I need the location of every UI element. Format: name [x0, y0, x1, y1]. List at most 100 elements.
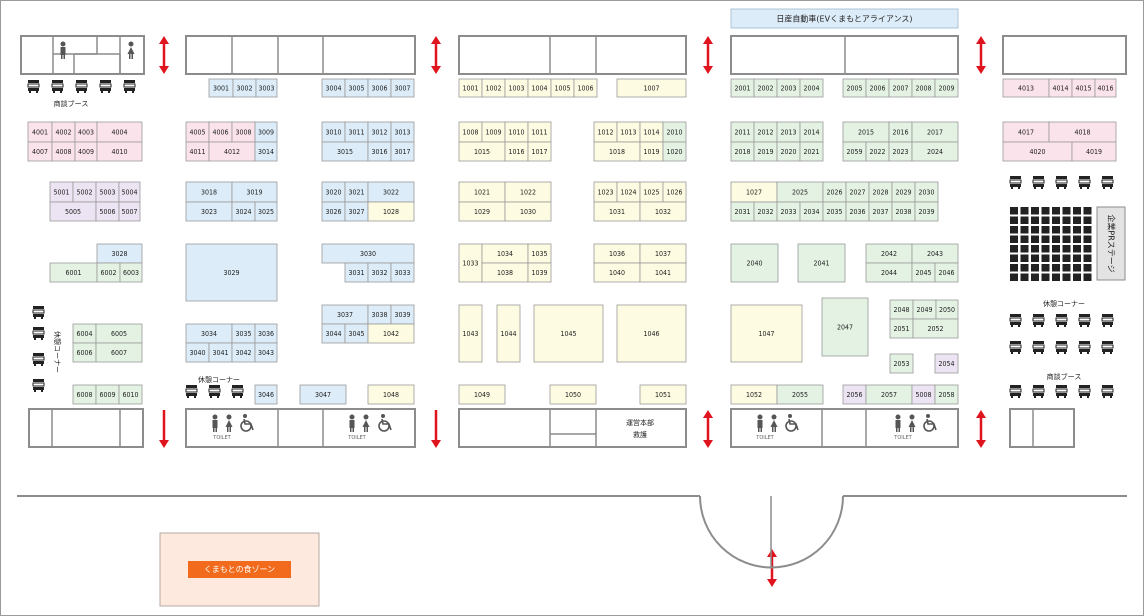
- booth-2041[interactable]: 2041: [797, 243, 846, 283]
- booth-2059[interactable]: 2059: [842, 141, 867, 162]
- booth-1007[interactable]: 1007: [616, 78, 687, 98]
- booth-4007[interactable]: 4007: [27, 141, 53, 162]
- booth-1047[interactable]: 1047: [730, 304, 803, 363]
- booth-1009[interactable]: 1009: [481, 121, 506, 143]
- booth-2048[interactable]: 2048: [889, 299, 914, 320]
- booth-3001[interactable]: 3001: [208, 78, 234, 98]
- booth-3036[interactable]: 3036: [254, 323, 278, 344]
- booth-1036[interactable]: 1036: [593, 243, 641, 264]
- booth-1003[interactable]: 1003: [504, 78, 529, 98]
- booth-1001[interactable]: 1001: [458, 78, 483, 98]
- booth-1029[interactable]: 1029: [458, 201, 506, 222]
- booth-1051[interactable]: 1051: [639, 384, 687, 405]
- booth-1040[interactable]: 1040: [593, 262, 641, 283]
- booth-1011[interactable]: 1011: [527, 121, 552, 143]
- booth-3019[interactable]: 3019: [231, 181, 278, 203]
- booth-2009[interactable]: 2009: [934, 78, 959, 98]
- booth-1016[interactable]: 1016: [504, 141, 529, 162]
- booth-4005[interactable]: 4005: [185, 121, 210, 143]
- booth-1008[interactable]: 1008: [458, 121, 483, 143]
- booth-5006[interactable]: 5006: [95, 201, 120, 222]
- booth-1033[interactable]: 1033: [458, 243, 483, 283]
- booth-2010[interactable]: 2010: [662, 121, 687, 143]
- booth-2013[interactable]: 2013: [776, 121, 801, 143]
- booth-2001[interactable]: 2001: [730, 78, 755, 98]
- booth-2015[interactable]: 2015: [842, 121, 890, 143]
- booth-3023[interactable]: 3023: [185, 201, 233, 222]
- booth-3017[interactable]: 3017: [390, 141, 415, 162]
- booth-2045[interactable]: 2045: [911, 262, 936, 283]
- booth-2053[interactable]: 2053: [889, 353, 914, 374]
- booth-2017[interactable]: 2017: [911, 121, 959, 143]
- booth-3013[interactable]: 3013: [390, 121, 415, 143]
- booth-1024[interactable]: 1024: [616, 181, 641, 203]
- booth-1039[interactable]: 1039: [527, 262, 552, 283]
- booth-2057[interactable]: 2057: [865, 384, 913, 405]
- booth-2043[interactable]: 2043: [911, 243, 959, 264]
- booth-2052[interactable]: 2052: [912, 318, 959, 339]
- booth-3040[interactable]: 3040: [185, 342, 210, 363]
- booth-1031[interactable]: 1031: [593, 201, 641, 222]
- booth-3033[interactable]: 3033: [390, 262, 415, 283]
- booth-3038[interactable]: 3038: [367, 304, 392, 325]
- booth-2004[interactable]: 2004: [799, 78, 824, 98]
- booth-3010[interactable]: 3010: [321, 121, 346, 143]
- booth-5002[interactable]: 5002: [72, 181, 97, 203]
- booth-2039[interactable]: 2039: [914, 201, 939, 222]
- booth-3024[interactable]: 3024: [231, 201, 256, 222]
- booth-3039[interactable]: 3039: [390, 304, 415, 325]
- booth-1034[interactable]: 1034: [481, 243, 529, 264]
- booth-1012[interactable]: 1012: [593, 121, 618, 143]
- booth-4018[interactable]: 4018: [1048, 121, 1117, 143]
- booth-3037[interactable]: 3037: [321, 304, 369, 325]
- booth-6001[interactable]: 6001: [49, 262, 98, 283]
- booth-1038[interactable]: 1038: [481, 262, 529, 283]
- booth-3025[interactable]: 3025: [254, 201, 278, 222]
- booth-3027[interactable]: 3027: [344, 201, 369, 222]
- booth-1044[interactable]: 1044: [496, 304, 521, 363]
- booth-3029[interactable]: 3029: [185, 243, 278, 302]
- booth-3022[interactable]: 3022: [367, 181, 415, 203]
- booth-3018[interactable]: 3018: [185, 181, 233, 203]
- booth-3030[interactable]: 3030: [321, 243, 415, 264]
- booth-1026[interactable]: 1026: [662, 181, 687, 203]
- booth-2034[interactable]: 2034: [799, 201, 824, 222]
- booth-2049[interactable]: 2049: [912, 299, 937, 320]
- booth-1005[interactable]: 1005: [550, 78, 575, 98]
- booth-2038[interactable]: 2038: [891, 201, 916, 222]
- booth-6003[interactable]: 6003: [119, 262, 143, 283]
- booth-2033[interactable]: 2033: [776, 201, 801, 222]
- booth-1025[interactable]: 1025: [639, 181, 664, 203]
- booth-2002[interactable]: 2002: [753, 78, 778, 98]
- booth-4010[interactable]: 4010: [96, 141, 143, 162]
- booth-5003[interactable]: 5003: [95, 181, 120, 203]
- booth-3044[interactable]: 3044: [321, 323, 346, 344]
- booth-3009[interactable]: 3009: [254, 121, 278, 143]
- booth-3021[interactable]: 3021: [344, 181, 369, 203]
- booth-2003[interactable]: 2003: [776, 78, 801, 98]
- booth-3035[interactable]: 3035: [231, 323, 256, 344]
- booth-2025[interactable]: 2025: [776, 181, 824, 203]
- booth-1002[interactable]: 1002: [481, 78, 506, 98]
- booth-1018[interactable]: 1018: [593, 141, 641, 162]
- booth-4016[interactable]: 4016: [1094, 78, 1117, 98]
- booth-3041[interactable]: 3041: [208, 342, 233, 363]
- booth-2022[interactable]: 2022: [865, 141, 890, 162]
- booth-4017[interactable]: 4017: [1002, 121, 1050, 143]
- booth-3047[interactable]: 3047: [299, 384, 347, 405]
- booth-1050[interactable]: 1050: [549, 384, 597, 405]
- booth-2021[interactable]: 2021: [799, 141, 824, 162]
- booth-2007[interactable]: 2007: [888, 78, 913, 98]
- booth-3015[interactable]: 3015: [321, 141, 369, 162]
- booth-1019[interactable]: 1019: [639, 141, 664, 162]
- booth-2005[interactable]: 2005: [842, 78, 867, 98]
- booth-2029[interactable]: 2029: [891, 181, 916, 203]
- booth-3014[interactable]: 3014: [254, 141, 278, 162]
- booth-5005[interactable]: 5005: [49, 201, 97, 222]
- booth-3028[interactable]: 3028: [96, 243, 143, 264]
- booth-3032[interactable]: 3032: [367, 262, 392, 283]
- booth-3026[interactable]: 3026: [321, 201, 346, 222]
- booth-4013[interactable]: 4013: [1002, 78, 1050, 98]
- booth-1014[interactable]: 1014: [639, 121, 664, 143]
- booth-4015[interactable]: 4015: [1071, 78, 1096, 98]
